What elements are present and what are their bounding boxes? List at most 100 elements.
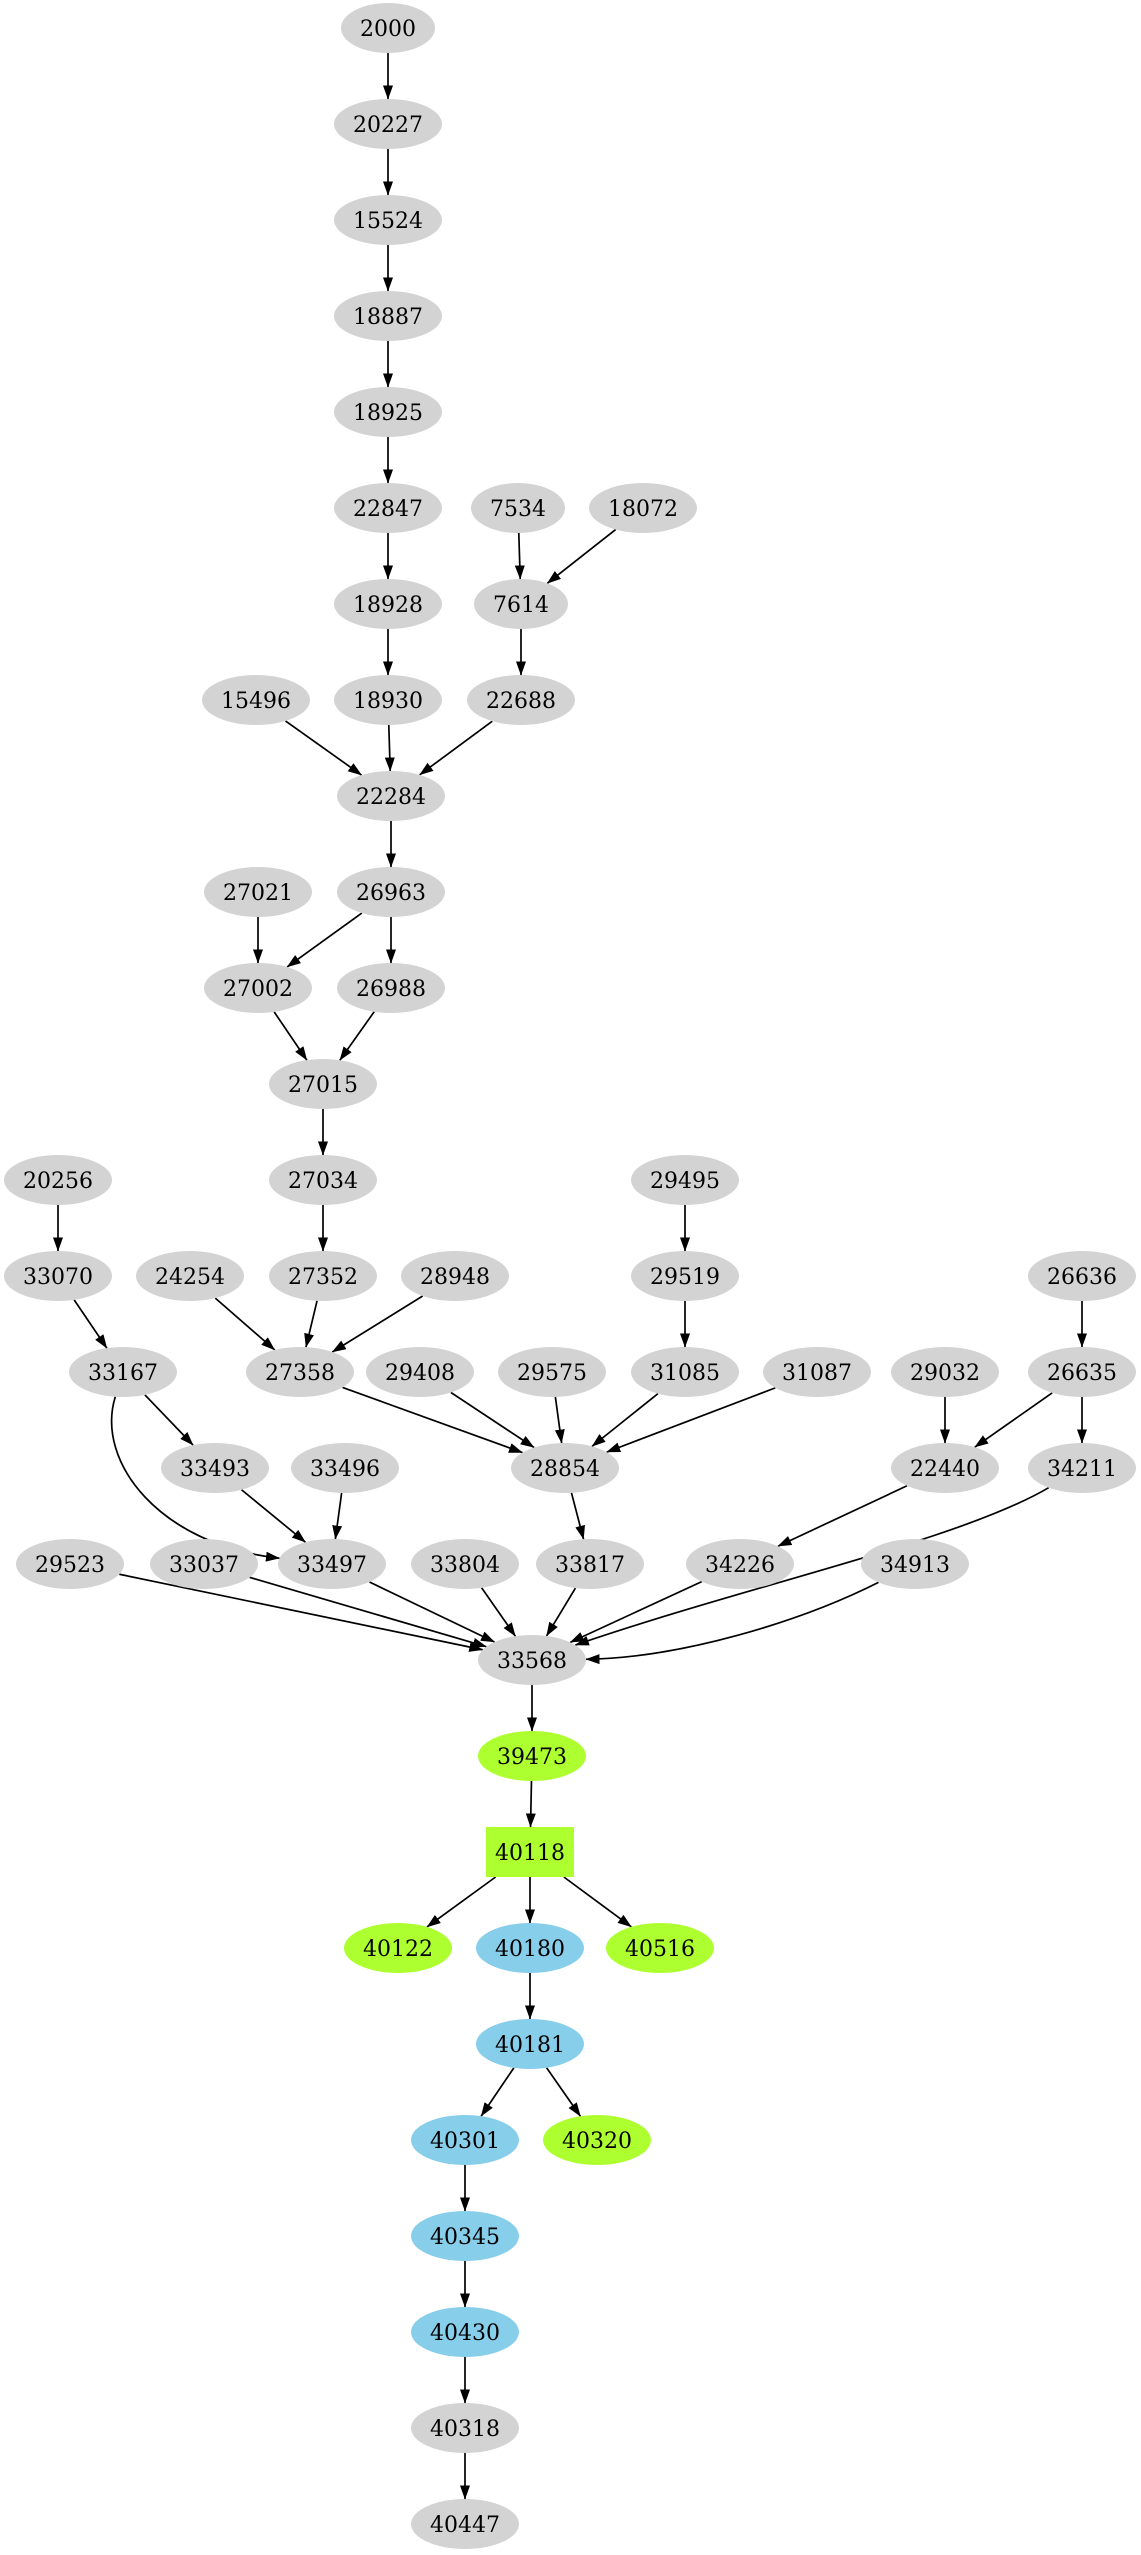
node-label: 33568 — [497, 1649, 567, 1674]
graph-node-15524: 15524 — [334, 195, 442, 245]
graph-edge-34211-33568 — [574, 1486, 1050, 1646]
node-ellipse-shape — [891, 1347, 999, 1397]
node-label: 39473 — [497, 1745, 567, 1770]
node-ellipse-shape — [411, 2499, 519, 2549]
graph-edge-40118-40122 — [426, 1876, 497, 1928]
graph-node-22440: 22440 — [891, 1443, 999, 1493]
node-ellipse-shape — [341, 3, 435, 53]
node-label: 31085 — [650, 1361, 720, 1386]
graph-edge-33804-33568 — [480, 1587, 517, 1637]
node-label: 27002 — [223, 977, 293, 1002]
graph-edge-34226-33568 — [569, 1580, 703, 1644]
graph-node-40122: 40122 — [344, 1923, 452, 1973]
node-label: 18925 — [353, 401, 423, 426]
graph-node-26988: 26988 — [337, 963, 445, 1013]
graph-node-40181: 40181 — [476, 2019, 584, 2069]
node-label: 2000 — [360, 17, 416, 42]
graph-edge-33496-33497 — [332, 1492, 343, 1540]
graph-node-18925: 18925 — [334, 387, 442, 437]
graph-edge-22688-22284 — [419, 720, 493, 776]
graph-node-27352: 27352 — [269, 1251, 377, 1301]
graph-node-27015: 27015 — [269, 1059, 377, 1109]
node-ellipse-shape — [269, 1059, 377, 1109]
node-ellipse-shape — [631, 1251, 739, 1301]
graph-node-18930: 18930 — [334, 675, 442, 725]
node-label: 29408 — [385, 1361, 455, 1386]
node-ellipse-shape — [334, 675, 442, 725]
graph-edge-28854-33817 — [570, 1492, 585, 1540]
graph-node-40345: 40345 — [411, 2211, 519, 2261]
graph-node-29575: 29575 — [498, 1347, 606, 1397]
node-label: 22688 — [486, 689, 556, 714]
graph-edge-40181-40320 — [545, 2067, 582, 2117]
graph-node-33496: 33496 — [291, 1443, 399, 1493]
node-label: 28854 — [530, 1457, 600, 1482]
graph-node-7614: 7614 — [474, 579, 568, 629]
node-label: 40301 — [430, 2129, 500, 2154]
graph-node-28948: 28948 — [401, 1251, 509, 1301]
graph-node-7534: 7534 — [471, 483, 565, 533]
graph-edge-27358-28854 — [342, 1386, 523, 1454]
graph-node-27002: 27002 — [204, 963, 312, 1013]
node-ellipse-shape — [411, 2403, 519, 2453]
node-ellipse-shape — [589, 483, 697, 533]
node-ellipse-shape — [511, 1443, 619, 1493]
node-ellipse-shape — [861, 1539, 969, 1589]
graph-node-34913: 34913 — [861, 1539, 969, 1589]
node-label: 27358 — [265, 1361, 335, 1386]
node-ellipse-shape — [411, 2115, 519, 2165]
node-label: 20256 — [23, 1169, 93, 1194]
graph-node-27034: 27034 — [269, 1155, 377, 1205]
graph-node-40447: 40447 — [411, 2499, 519, 2549]
node-ellipse-shape — [476, 1923, 584, 1973]
node-label: 15496 — [221, 689, 291, 714]
graph-edge-40118-40516 — [563, 1876, 632, 1928]
node-ellipse-shape — [631, 1347, 739, 1397]
graph-node-22847: 22847 — [334, 483, 442, 533]
node-ellipse-shape — [150, 1539, 258, 1589]
node-ellipse-shape — [344, 1923, 452, 1973]
graph-node-22284: 22284 — [337, 771, 445, 821]
node-ellipse-shape — [366, 1347, 474, 1397]
node-ellipse-shape — [337, 963, 445, 1013]
node-ellipse-shape — [1028, 1251, 1136, 1301]
node-label: 29032 — [910, 1361, 980, 1386]
node-label: 34211 — [1047, 1457, 1117, 1482]
graph-node-29523: 29523 — [16, 1539, 124, 1589]
node-label: 18887 — [353, 305, 423, 330]
graph-edge-18072-7614 — [546, 528, 617, 584]
node-label: 27021 — [223, 881, 293, 906]
node-ellipse-shape — [763, 1347, 871, 1397]
graph-edge-34913-33568 — [585, 1581, 879, 1665]
node-label: 40447 — [430, 2513, 500, 2538]
node-label: 18930 — [353, 689, 423, 714]
graph-edge-33497-33568 — [369, 1581, 495, 1643]
node-ellipse-shape — [337, 867, 445, 917]
node-label: 29523 — [35, 1553, 105, 1578]
graph-node-29408: 29408 — [366, 1347, 474, 1397]
node-label: 27015 — [288, 1073, 358, 1098]
graph-edge-33070-33167 — [73, 1299, 108, 1349]
node-ellipse-shape — [474, 579, 568, 629]
graph-node-20227: 20227 — [334, 99, 442, 149]
graph-node-40320: 40320 — [543, 2115, 651, 2165]
node-ellipse-shape — [334, 195, 442, 245]
graph-edge-40181-40301 — [480, 2067, 515, 2117]
graph-node-34226: 34226 — [686, 1539, 794, 1589]
graph-node-33037: 33037 — [150, 1539, 258, 1589]
graph-node-22688: 22688 — [467, 675, 575, 725]
graph-node-20256: 20256 — [4, 1155, 112, 1205]
graph-edge-26635-22440 — [974, 1392, 1053, 1448]
node-label: 18072 — [608, 497, 678, 522]
graph-node-18887: 18887 — [334, 291, 442, 341]
node-box-shape — [486, 1827, 574, 1877]
node-ellipse-shape — [269, 1155, 377, 1205]
node-label: 27352 — [288, 1265, 358, 1290]
node-layer: 2000 20227 15524 18887 18925 22847 7534 18072 18… — [4, 3, 1136, 2549]
graph-node-31085: 31085 — [631, 1347, 739, 1397]
graph-edge-7534-7614 — [514, 532, 525, 580]
graph-node-28854: 28854 — [511, 1443, 619, 1493]
node-label: 20227 — [353, 113, 423, 138]
graph-edge-33037-33568 — [249, 1576, 487, 1648]
